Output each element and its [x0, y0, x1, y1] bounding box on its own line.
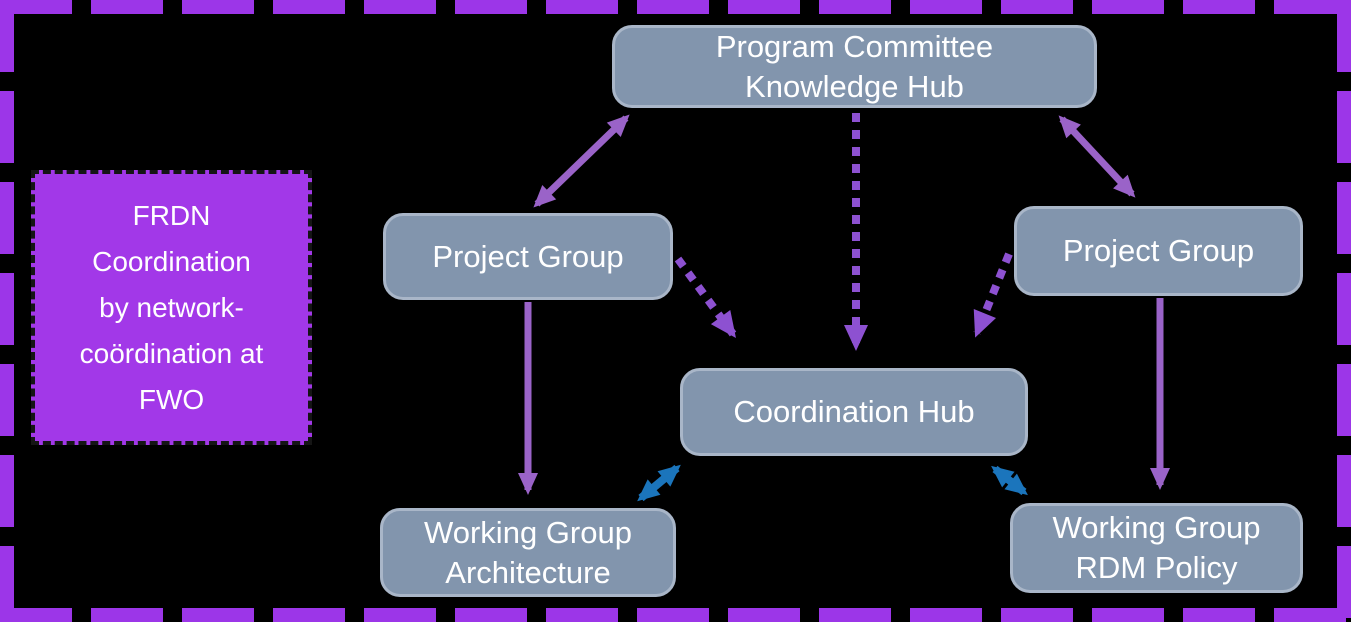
- node-working-group-architecture: Working Group Architecture: [380, 508, 676, 597]
- dashed-border-right: [1337, 0, 1351, 622]
- node-label-line: Working Group: [1052, 510, 1261, 545]
- arrow-knowledgehub-projectgroup-right: [1058, 115, 1136, 198]
- node-coordination-hub: Coordination Hub: [680, 368, 1028, 456]
- node-label: Project Group: [432, 238, 624, 274]
- node-label-line: Knowledge Hub: [745, 68, 964, 104]
- node-label-line: RDM Policy: [1075, 550, 1238, 585]
- note-line: by network-: [99, 291, 244, 323]
- arrow-dashed-projectgroup-right-to-coordinationhub: [973, 252, 1013, 338]
- arrow-dashed-projectgroup-left-to-coordinationhub: [674, 256, 737, 339]
- dashed-border-top: [0, 0, 1351, 14]
- note-line: FWO: [138, 383, 205, 415]
- node-project-group-left: Project Group: [383, 213, 673, 300]
- note-line: coördination at: [79, 337, 264, 369]
- node-program-committee-knowledge-hub: Program Committee Knowledge Hub: [612, 25, 1097, 108]
- node-label: Coordination Hub: [733, 394, 975, 429]
- note-frdn-coordination: FRDN Coordination by network- coördinati…: [31, 170, 312, 445]
- arrow-knowledgehub-projectgroup-left: [533, 114, 630, 208]
- node-label-line: Program Committee: [715, 28, 994, 64]
- node-label: Project Group: [1062, 233, 1255, 268]
- arrow-blue-coordinationhub-workinggroup-rdm: [991, 465, 1028, 496]
- node-label-line: Working Group: [424, 514, 632, 550]
- node-working-group-rdm-policy: Working Group RDM Policy: [1010, 503, 1303, 593]
- node-label-line: Architecture: [445, 554, 611, 590]
- arrow-blue-coordinationhub-workinggroup-architecture: [637, 464, 681, 502]
- note-line: FRDN: [132, 199, 211, 231]
- dashed-border-left: [0, 0, 14, 622]
- dashed-border-bottom: [0, 608, 1351, 622]
- note-line: Coordination: [92, 245, 251, 277]
- node-project-group-right: Project Group: [1014, 206, 1303, 296]
